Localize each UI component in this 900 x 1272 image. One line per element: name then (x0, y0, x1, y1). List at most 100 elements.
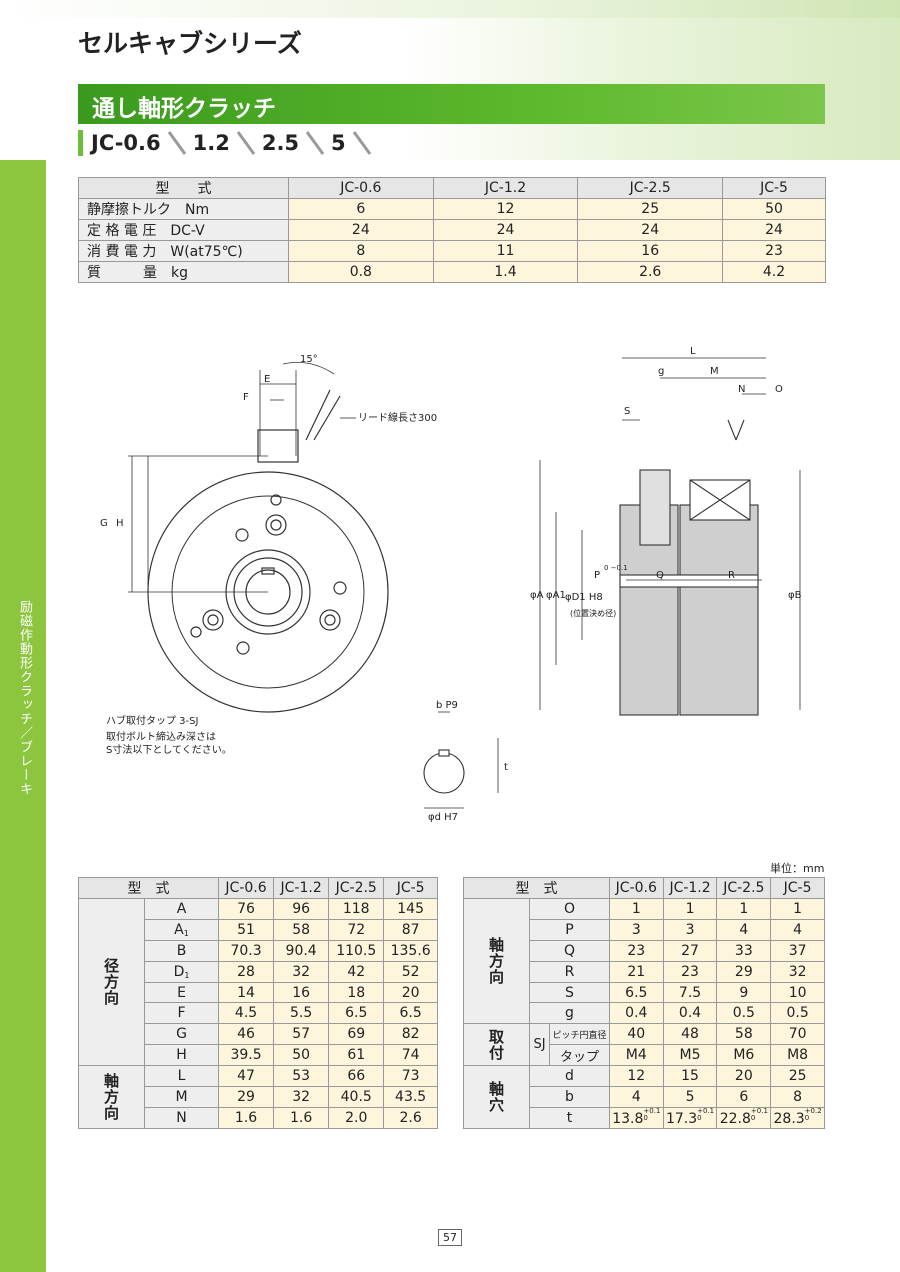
dim-value: 15 (662, 1065, 718, 1088)
tap-hole (202, 609, 224, 631)
spec-row: 消 費 電 力 W(at75℃) 8 11 16 23 (78, 240, 826, 262)
t-value: 22.8 (719, 1111, 751, 1128)
dim-value: 21 (608, 960, 664, 983)
spec-label: 消 費 電 力 W(at75℃) (78, 240, 289, 262)
dim-s-label: S (624, 406, 630, 417)
spec-value: 16 (577, 240, 724, 262)
spec-row: 質 量 kg 0.8 1.4 2.6 4.2 (78, 261, 826, 283)
dim-value: 18 (328, 981, 385, 1004)
tol-upper: +0.1 (750, 1107, 768, 1116)
dim-row: N 1.6 1.6 2.0 2.6 (79, 1106, 438, 1129)
spec-row: 定 格 電 圧 DC-V 24 24 24 24 (78, 219, 826, 241)
model-name: 2.5 (261, 131, 300, 155)
hub-section (639, 469, 671, 546)
dim-value: 53 (273, 1065, 330, 1088)
dim-value: M4 (608, 1044, 664, 1067)
side-view-labels: L g M N O S φA φA1 φD1 H8 (位置決め径) P 0 −0… (530, 346, 802, 618)
dim-value: 82 (383, 1023, 438, 1046)
dim-row: 取付 SJ ピッチ円直径 40 48 58 70 (463, 1023, 825, 1067)
dim-h-label: H (116, 518, 124, 529)
technical-drawing: 15° E F G H リード線長さ300 ハブ取付タップ 3-SJ 取付ボルト… (100, 346, 802, 823)
tol-upper: +0.2 (804, 1107, 822, 1116)
model-name: 5 (331, 131, 346, 155)
dim-value: 76 (217, 898, 275, 920)
dim-row: A1 51 58 72 87 (79, 918, 438, 941)
dim-row: B 70.3 90.4 110.5 135.6 (79, 939, 438, 962)
dim-value: 10 (770, 981, 825, 1004)
dim-key: Q (529, 939, 610, 962)
spec-value: 1.4 (432, 261, 579, 283)
dim-value: 118 (328, 898, 385, 920)
dim-value: 32 (273, 1086, 330, 1108)
spec-label: 質 量 kg (78, 261, 289, 283)
spec-value: 4.2 (722, 261, 826, 283)
dim-value: 7.5 (662, 981, 718, 1004)
model-line-marker (78, 130, 83, 156)
spec-value: 23 (722, 240, 826, 262)
dim-value: M5 (662, 1044, 718, 1067)
spec-header-row: 型 式 JC-0.6 JC-1.2 JC-2.5 JC-5 (78, 177, 826, 199)
bore-circle (423, 752, 465, 794)
dim-n-label: N (738, 384, 745, 395)
dim-value: 1 (662, 898, 718, 920)
bore-keyway (438, 749, 450, 757)
dim-header-cell: 型 式 (463, 877, 610, 899)
tol-lower: 0 (643, 1114, 648, 1123)
header-stripe (0, 0, 900, 18)
page-number: 57 (438, 1229, 462, 1246)
dim-value: 70 (770, 1023, 825, 1046)
bore-band (619, 574, 759, 588)
dim-key: B (144, 939, 219, 962)
dim-r-label: R (728, 570, 735, 581)
dim-header-cell: JC-0.6 (608, 877, 664, 899)
tap-hole (319, 609, 341, 631)
slash-separator (236, 131, 256, 155)
tap-hole-inner (207, 614, 219, 626)
dim-row: 径方向 A 76 96 118 145 (78, 897, 438, 1067)
dim-header-cell: JC-2.5 (716, 877, 772, 899)
dim-value: 28 (217, 960, 275, 983)
tol-upper: +0.1 (643, 1107, 661, 1116)
dim-value: 5 (662, 1086, 718, 1108)
dim-key: b (529, 1086, 610, 1108)
dim-value: 58 (273, 918, 330, 941)
dim-key: G (144, 1023, 219, 1046)
dim-row: 軸方向 L 47 53 66 73 (78, 1065, 438, 1129)
spec-value: 0.8 (288, 261, 434, 283)
dim-row: M 29 32 40.5 43.5 (79, 1086, 438, 1108)
dim-value: 69 (328, 1023, 385, 1046)
dim-value: 48 (662, 1023, 718, 1046)
slash-separator (305, 131, 325, 155)
dim-value: 52 (383, 960, 438, 983)
spec-label: 静摩擦トルク Nm (78, 198, 289, 220)
dim-value: 42 (328, 960, 385, 983)
dim-value: 0.5 (716, 1002, 772, 1025)
dim-key: g (529, 1002, 610, 1025)
dim-value: 3 (608, 918, 664, 941)
dim-row: P 3 3 4 4 (464, 918, 825, 941)
spec-header-cell: JC-5 (722, 177, 826, 199)
dim-value: 6 (716, 1086, 772, 1108)
dim-value: 70.3 (217, 939, 275, 962)
dim-key: N (144, 1106, 219, 1129)
bolt-note-line2: S寸法以下としてください。 (106, 743, 232, 756)
dim-value: 6.5 (383, 1002, 438, 1025)
dim-header-cell: JC-1.2 (273, 877, 330, 899)
side-tab: 励磁作動形クラッチ／ブレーキ (0, 160, 46, 1272)
dim-value: 23 (608, 939, 664, 962)
dim-value: 39.5 (217, 1044, 275, 1067)
dim-key: S (529, 981, 610, 1004)
dim-value: 2.0 (328, 1106, 385, 1129)
dim-row: H 39.5 50 61 74 (79, 1044, 438, 1067)
dim-value: 14 (217, 981, 275, 1004)
dim-value: 4 (716, 918, 772, 941)
model-name: JC-0.6 (91, 131, 161, 155)
dim-value: 2.6 (383, 1106, 438, 1129)
spec-label: 定 格 電 圧 DC-V (78, 219, 289, 241)
spec-header-cell: JC-0.6 (288, 177, 434, 199)
dim-value: 6.5 (608, 981, 664, 1004)
dim-p-label: P (594, 570, 600, 581)
